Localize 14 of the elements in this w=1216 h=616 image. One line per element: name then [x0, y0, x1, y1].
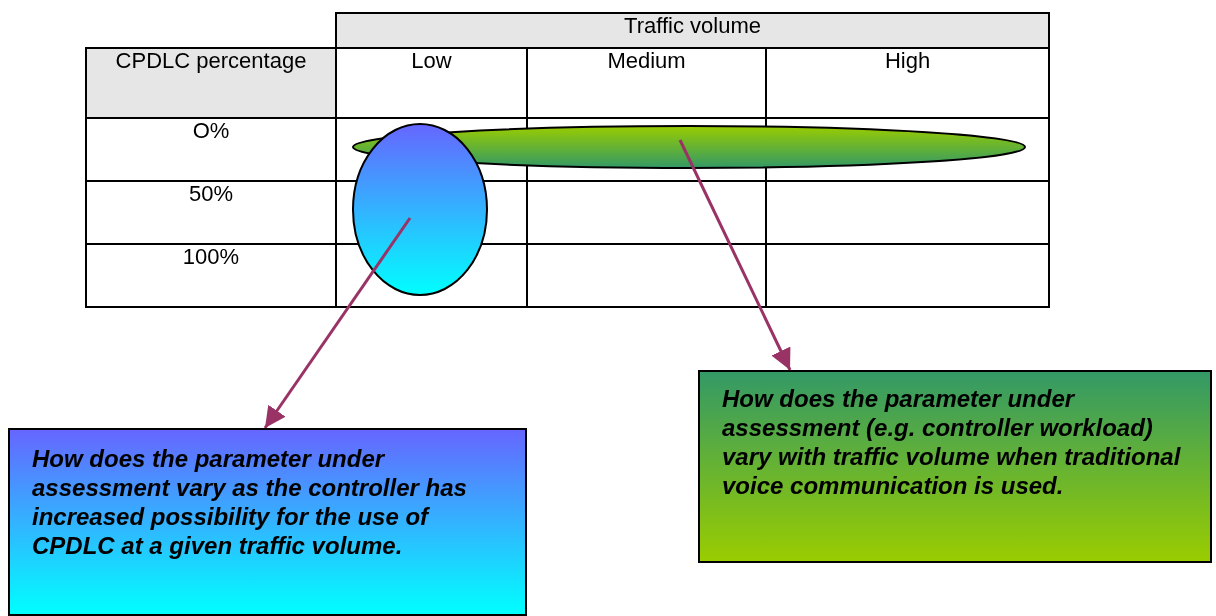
callout-box: [8, 428, 527, 616]
column-heading: Low: [411, 48, 452, 73]
callout-text: How does the parameter under assessment vary as the controller has increased possibility for the use of CPDLC at a given traffic volume.: [32, 444, 468, 560]
row-heading: 50%: [188, 181, 233, 206]
callout-box: [698, 370, 1212, 563]
arrow: [263, 217, 412, 429]
row-heading: O%: [192, 118, 230, 143]
row-axis-heading: CPDLC percentage: [115, 48, 307, 73]
column-group-heading: Traffic volume: [624, 13, 761, 38]
column-heading: High: [884, 48, 931, 73]
callout-text: How does the parameter under assessment (e.g. controller workload) vary with traffic volume when traditional voice communication is used.: [722, 384, 1182, 500]
row-heading: 100%: [182, 244, 240, 269]
column-heading: Medium: [607, 48, 686, 73]
arrow: [678, 139, 792, 371]
